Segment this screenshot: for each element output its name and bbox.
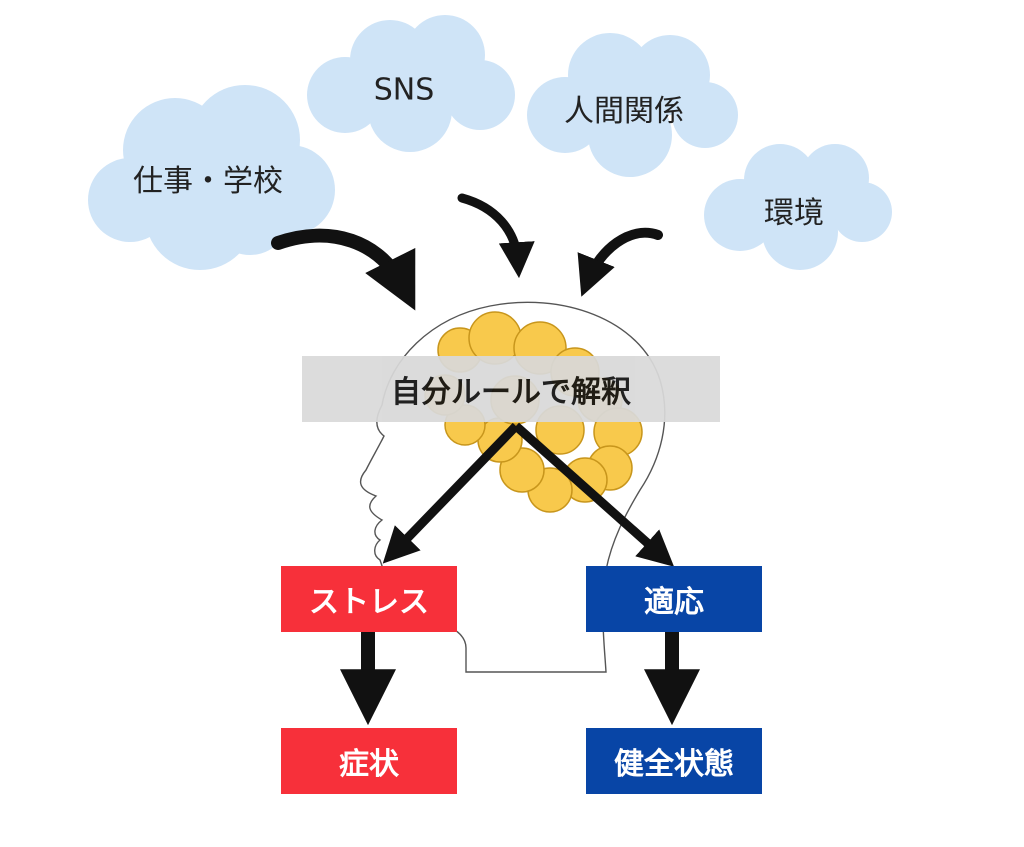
interpretation-banner: 自分ルールで解釈	[302, 356, 720, 422]
cloud-work-school	[88, 85, 335, 270]
arrow-center-to-adaptation	[513, 422, 675, 567]
cloud-sns	[307, 15, 515, 152]
healthy-state-box: 健全状態	[586, 728, 762, 794]
stress-box: ストレス	[281, 566, 457, 632]
cloud-label-work-school: 仕事・学校	[133, 164, 283, 199]
arrow-work-to-head	[271, 228, 416, 311]
cloud-label-environment: 環境	[764, 196, 824, 231]
cloud-label-sns: SNS	[373, 72, 435, 108]
cloud-environment	[704, 144, 892, 270]
arrow-sns-to-head	[457, 193, 535, 279]
adaptation-box: 適応	[586, 566, 762, 632]
symptoms-box: 症状	[281, 728, 457, 794]
arrow-relations-to-head	[577, 227, 663, 297]
arrow-center-to-stress	[382, 422, 520, 564]
cloud-relationships	[527, 33, 738, 177]
cloud-label-relationships: 人間関係	[564, 94, 684, 129]
